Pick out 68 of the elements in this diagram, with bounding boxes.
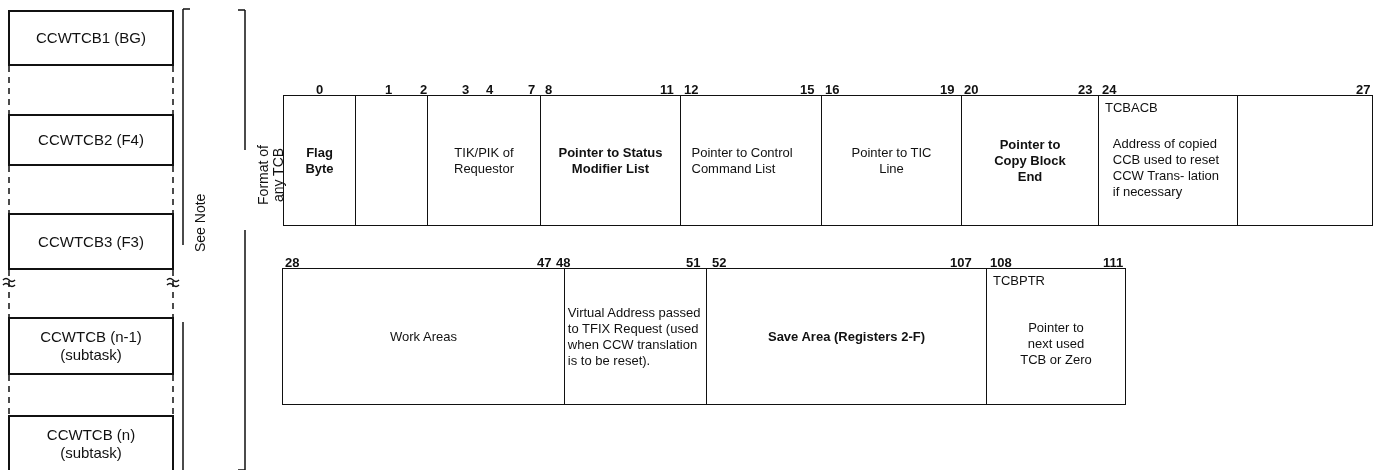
field-description: Virtual Address passed to TFIX Request (used when CCW translation is to be reset). — [567, 304, 702, 369]
control-block-box — [8, 415, 174, 470]
field-description: Flag Byte — [304, 144, 335, 177]
byte-offset: 47 — [537, 255, 552, 270]
control-block-box — [8, 317, 174, 375]
field-description: Work Areas — [389, 328, 458, 345]
dashed-connector — [172, 374, 174, 416]
field-name: TCBPTR — [993, 273, 1045, 289]
byte-offset: 1 — [385, 82, 393, 97]
byte-offset: 7 — [528, 82, 536, 97]
field-description: Address of copied CCB used to reset CCW Trans- lation if necessary — [1112, 135, 1220, 200]
byte-offset: 51 — [686, 255, 701, 270]
block-name: CCWTCB1 (BG) — [35, 29, 147, 47]
control-block-box — [8, 114, 174, 166]
dashed-connector — [8, 165, 10, 214]
field-cell — [986, 268, 1126, 405]
byte-offset: 52 — [712, 255, 727, 270]
field-cell — [706, 268, 987, 405]
field-cell — [821, 95, 962, 226]
bracket-note: Format of any TCB — [256, 144, 286, 207]
field-description: Pointer to next used TCB or Zero — [1019, 319, 1093, 368]
field-cell — [680, 95, 822, 226]
dashed-connector — [172, 65, 174, 115]
byte-offset: 12 — [684, 82, 699, 97]
byte-offset: 8 — [545, 82, 553, 97]
field-name: TCBACB — [1105, 100, 1158, 116]
byte-offset: 28 — [285, 255, 300, 270]
byte-offset: 48 — [556, 255, 571, 270]
byte-offset: 23 — [1078, 82, 1093, 97]
byte-offset: 20 — [964, 82, 979, 97]
byte-offset: 27 — [1356, 82, 1371, 97]
field-cell — [282, 268, 565, 405]
byte-offset: 2 — [420, 82, 428, 97]
byte-offset: 3 — [462, 82, 470, 97]
byte-offset: 108 — [990, 255, 1012, 270]
dashed-connector — [172, 165, 174, 214]
byte-offset: 107 — [950, 255, 972, 270]
field-description: Pointer to Status Modifier List — [557, 144, 664, 177]
field-cell — [1098, 95, 1238, 226]
field-description: Pointer to Copy Block End — [993, 136, 1067, 185]
dashed-connector — [8, 269, 10, 318]
field-cell — [540, 95, 681, 226]
byte-offset: 0 — [316, 82, 324, 97]
field-description: TIK/PIK of Requestor — [453, 144, 515, 177]
dashed-connector — [8, 65, 10, 115]
field-description: Pointer to TIC Line — [850, 144, 933, 177]
byte-offset: 111 — [1103, 255, 1124, 270]
block-name: CCWTCB2 (F4) — [37, 131, 145, 149]
field-cell — [564, 268, 707, 405]
block-name: CCWTCB (n) (subtask) — [45, 426, 137, 462]
dashed-connector — [172, 269, 174, 318]
dashed-connector — [8, 374, 10, 416]
control-block-box — [8, 10, 174, 66]
byte-offset: 15 — [800, 82, 815, 97]
field-cell — [961, 95, 1099, 226]
byte-offset: 11 — [660, 82, 674, 97]
field-description: Save Area (Registers 2-F) — [766, 328, 926, 345]
bracket-note: See Note — [192, 193, 208, 252]
field-cell — [427, 95, 541, 226]
byte-offset: 24 — [1102, 82, 1117, 97]
byte-offset: 4 — [486, 82, 494, 97]
byte-offset: 16 — [825, 82, 840, 97]
block-name: CCWTCB (n-1) (subtask) — [39, 328, 143, 364]
block-name: CCWTCB3 (F3) — [37, 232, 145, 251]
byte-offset: 19 — [940, 82, 955, 97]
control-block-box — [8, 213, 174, 270]
empty-field-cell — [355, 95, 428, 226]
field-description: Pointer to Control Command List — [691, 144, 794, 177]
